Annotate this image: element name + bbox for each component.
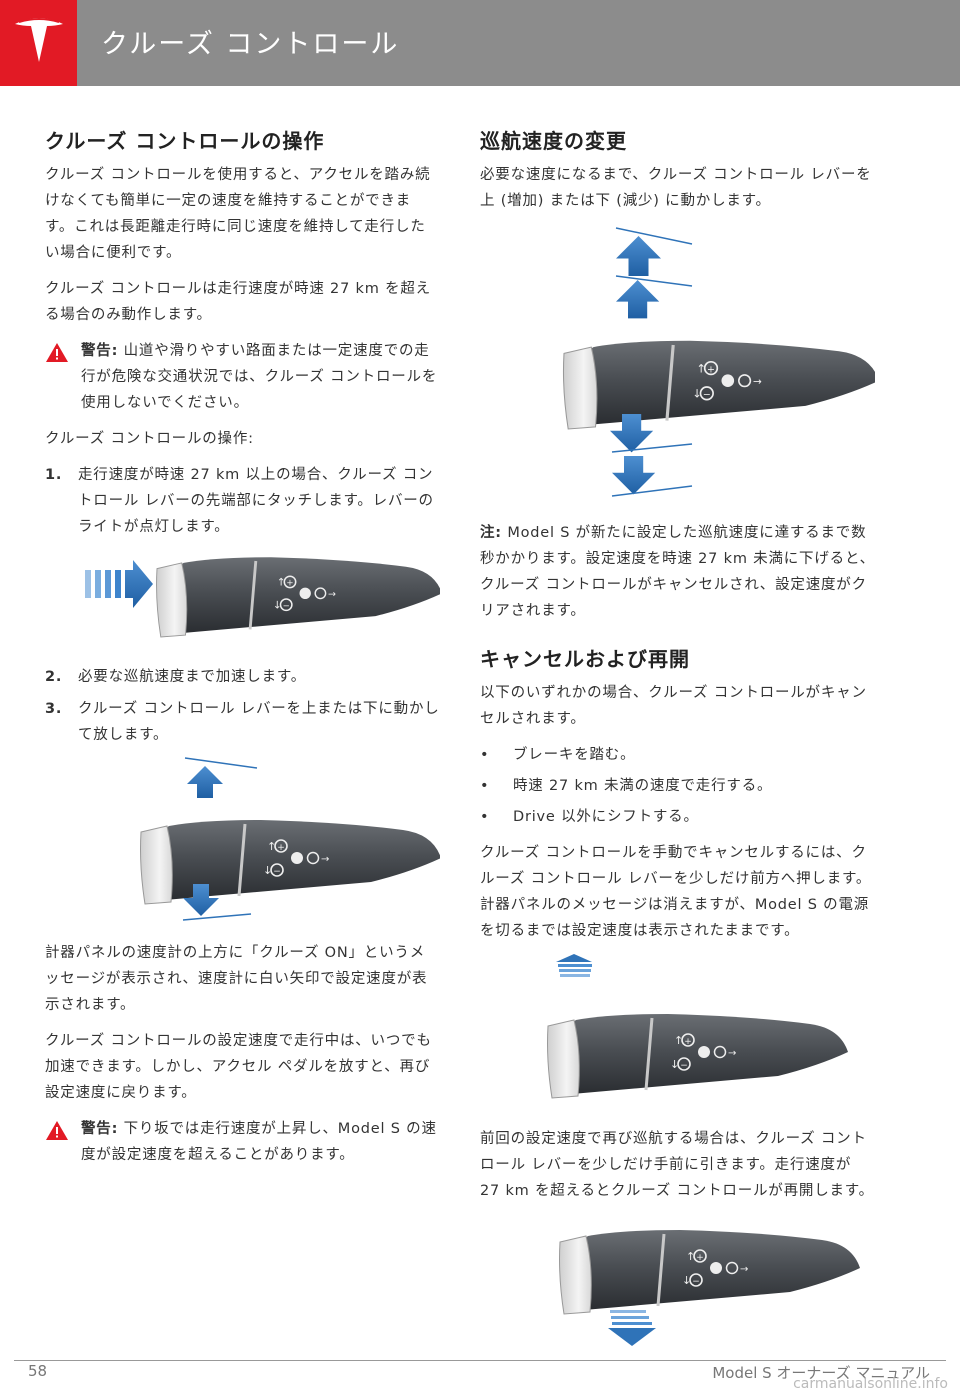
page-header: クルーズ コントロール	[0, 0, 960, 86]
figure-lever-up-down	[45, 756, 443, 924]
tesla-logo-icon	[15, 18, 63, 62]
change-speed-paragraph: 必要な速度になるまで、クルーズ コントロール レバーを上 (増加) または下 (…	[480, 167, 872, 209]
steps-list-2: 2. 必要な巡航速度まで加速します。 3. クルーズ コントロール レバーを上ま…	[45, 664, 440, 748]
warning-label: 警告:	[81, 343, 119, 359]
step-text: 走行速度が時速 27 km 以上の場合、クルーズ コントロール レバーの先端部に…	[78, 467, 434, 535]
figure-lever-push	[480, 954, 875, 1110]
cruise-lever-icon	[558, 1228, 862, 1346]
step-number: 3.	[45, 701, 63, 717]
cancel-intro: 以下のいずれかの場合、クルーズ コントロールがキャンセルされます。	[480, 685, 867, 727]
logo-box	[0, 0, 77, 86]
step-text: クルーズ コントロール レバーを上または下に動かして放します。	[78, 701, 440, 743]
left-column: クルーズ コントロールの操作 クルーズ コントロールを使用すると、アクセルを踏み…	[45, 128, 444, 1178]
warning-block: 警告: 下り坂では走行速度が上昇し、Model S の速度が設定速度を超えること…	[45, 1116, 440, 1168]
arrow-down-icon	[612, 456, 656, 495]
steps-list-1: 1. 走行速度が時速 27 km 以上の場合、クルーズ コントロール レバーの先…	[45, 462, 440, 540]
note-label: 注:	[480, 525, 502, 541]
arrow-up-icon	[616, 280, 660, 319]
bullet: •	[480, 809, 490, 825]
page-number: 58	[28, 1362, 48, 1380]
footer-title: Model S オーナーズ マニュアル	[712, 1364, 930, 1382]
step-text: 必要な巡航速度まで加速します。	[78, 669, 307, 685]
step-item: 1. 走行速度が時速 27 km 以上の場合、クルーズ コントロール レバーの先…	[45, 462, 440, 540]
step-item: 2. 必要な巡航速度まで加速します。	[45, 664, 440, 690]
display-paragraph: 計器パネルの速度計の上方に「クルーズ ON」というメッセージが表示され、速度計に…	[45, 945, 428, 1013]
list-item-text: Drive 以外にシフトする。	[513, 809, 699, 825]
bullet: •	[480, 747, 490, 763]
section-heading-change-speed: 巡航速度の変更	[480, 129, 627, 153]
warning-text: 下り坂では走行速度が上昇し、Model S の速度が設定速度を超えることがありま…	[81, 1121, 437, 1163]
cancel-conditions-list: • ブレーキを踏む。 • 時速 27 km 未満の速度で走行する。 • Drive 以…	[480, 742, 875, 830]
intro-paragraph: クルーズ コントロールを使用すると、アクセルを踏み続けなくても簡単に一定の速度を…	[45, 167, 431, 261]
list-item: • 時速 27 km 未満の速度で走行する。	[480, 773, 875, 799]
footer-divider	[14, 1360, 946, 1361]
figure-lever-double-arrows	[480, 224, 881, 504]
figure-touch-lever	[45, 548, 444, 648]
warning-icon	[46, 343, 68, 362]
manual-cancel-paragraph: クルーズ コントロールを手動でキャンセルするには、クルーズ コントロール レバー…	[480, 845, 872, 939]
arrow-up-icon	[616, 236, 661, 276]
warning-block: 警告: 山道や滑りやすい路面または一定速度での走行が危険な交通状況では、クルーズ…	[45, 338, 440, 416]
cruise-lever-icon	[85, 555, 444, 639]
list-item-text: ブレーキを踏む。	[513, 747, 636, 763]
warning-label: 警告:	[81, 1121, 119, 1137]
list-item: • Drive 以外にシフトする。	[480, 804, 875, 830]
arrow-up-icon	[556, 954, 592, 977]
step-number: 2.	[45, 669, 63, 685]
page-title: クルーズ コントロール	[101, 29, 400, 60]
section-heading-cancel-resume: キャンセルおよび再開	[480, 647, 690, 671]
accelerate-paragraph: クルーズ コントロールの設定速度で走行中は、いつでも加速できます。しかし、アクセ…	[45, 1033, 432, 1101]
steps-intro: クルーズ コントロールの操作:	[45, 431, 254, 447]
section-heading-operation: クルーズ コントロールの操作	[45, 129, 325, 153]
warning-text: 山道や滑りやすい路面または一定速度での走行が危険な交通状況では、クルーズ コント…	[81, 343, 438, 411]
cruise-lever-icon	[561, 227, 881, 497]
resume-paragraph: 前回の設定速度で再び巡航する場合は、クルーズ コントロール レバーを少しだけ手前…	[480, 1131, 874, 1199]
watermark: carmanualsonline.info	[793, 1376, 948, 1392]
right-column: 巡航速度の変更 必要な速度になるまで、クルーズ コントロール レバーを上 (増加…	[480, 128, 881, 1380]
arrow-up-icon	[187, 766, 223, 798]
warning-icon	[46, 1121, 68, 1140]
step-item: 3. クルーズ コントロール レバーを上または下に動かして放します。	[45, 696, 440, 748]
figure-lever-pull	[480, 1214, 875, 1364]
list-item: • ブレーキを踏む。	[480, 742, 875, 768]
cruise-lever-icon	[139, 757, 443, 921]
step-number: 1.	[45, 467, 63, 483]
cruise-lever-icon	[546, 954, 850, 1100]
arrow-right-icon	[85, 560, 153, 608]
bullet: •	[480, 778, 490, 794]
list-item-text: 時速 27 km 未満の速度で走行する。	[513, 778, 773, 794]
speed-condition-paragraph: クルーズ コントロールは走行速度が時速 27 km を超える場合のみ動作します。	[45, 281, 431, 323]
arrow-down-icon	[608, 1310, 656, 1346]
note-text: Model S が新たに設定した巡航速度に達するまで数秒かかります。設定速度を時…	[480, 525, 875, 619]
note-paragraph: 注: Model S が新たに設定した巡航速度に達するまで数秒かかります。設定速…	[480, 520, 875, 624]
